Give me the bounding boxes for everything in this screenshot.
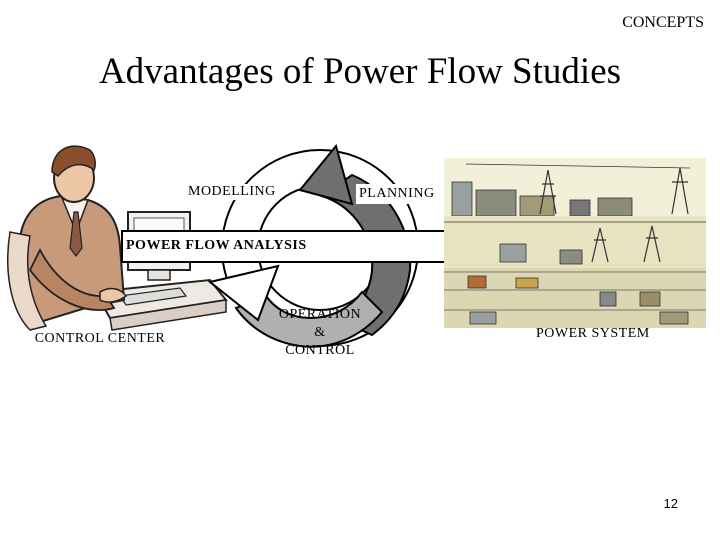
slide-number: 12 (663, 496, 678, 511)
planning-label: PLANNING (356, 184, 438, 204)
operation-control-label: OPERATION & CONTROL (274, 306, 366, 360)
ampersand-line: & (314, 325, 326, 340)
control-line: CONTROL (285, 343, 355, 358)
power-system-label: POWER SYSTEM (536, 326, 650, 341)
power-flow-analysis-label: POWER FLOW ANALYSIS (126, 238, 307, 253)
modelling-arrow-head (207, 264, 280, 322)
planning-arrow-head (298, 143, 354, 206)
operation-line: OPERATION (278, 307, 362, 322)
section-label: CONCEPTS (622, 14, 704, 31)
slide-title: Advantages of Power Flow Studies (98, 51, 622, 92)
operation-arc (234, 290, 384, 348)
power-system-illustration (444, 158, 706, 328)
modelling-label: MODELLING (186, 184, 278, 200)
planning-arc (319, 173, 412, 337)
control-center-label: CONTROL CENTER (35, 331, 166, 346)
